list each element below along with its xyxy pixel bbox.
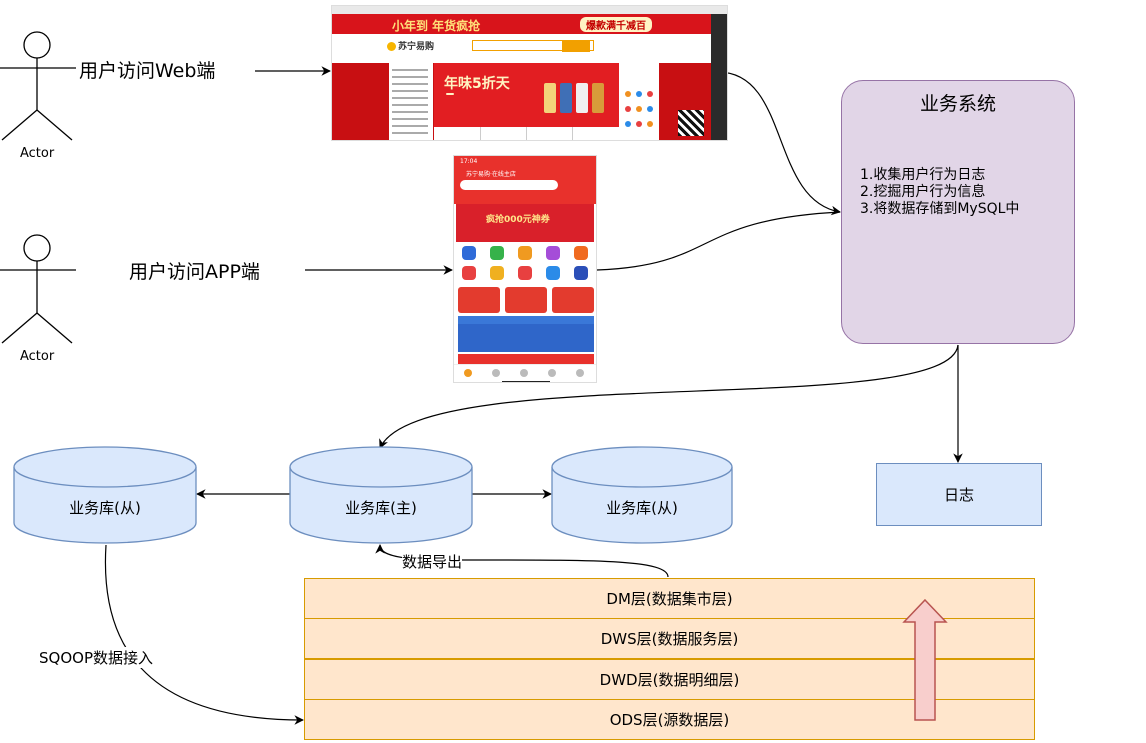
category-icon bbox=[574, 246, 588, 260]
db-master-label: 业务库(主) bbox=[345, 499, 417, 517]
app-bottom-nav bbox=[454, 364, 596, 382]
web-search-row: 苏宁易购 bbox=[332, 34, 727, 56]
layer-dws: DWS层(数据服务层) bbox=[304, 618, 1035, 659]
app-blue-banner bbox=[458, 324, 594, 352]
web-logo: 苏宁易购 bbox=[387, 39, 434, 52]
up-arrow-icon bbox=[902, 598, 948, 721]
app-status-time: 17:04 bbox=[460, 158, 478, 165]
log-box: 日志 bbox=[876, 463, 1042, 526]
category-icon bbox=[574, 266, 588, 280]
app-screenshot: 17:04 苏宁易购·在线主店 疯抢000元神券 bbox=[453, 155, 597, 383]
product-icon bbox=[592, 83, 604, 113]
logo-icon bbox=[387, 42, 396, 51]
web-hero-sub bbox=[446, 93, 454, 95]
web-search-button bbox=[562, 40, 590, 52]
db-slave-right-label: 业务库(从) bbox=[606, 499, 678, 517]
category-icon bbox=[490, 266, 504, 280]
db-slave-left-label: 业务库(从) bbox=[69, 499, 141, 517]
web-banner-text: 小年到 年货疯抢 bbox=[392, 19, 481, 33]
product-icon bbox=[544, 83, 556, 113]
business-system-title: 业务系统 bbox=[919, 93, 996, 115]
web-tiles bbox=[434, 127, 619, 140]
app-store-title: 苏宁易购·在线主店 bbox=[466, 171, 516, 178]
app-banner-text: 疯抢000元神券 bbox=[486, 215, 550, 225]
business-system-item: 1.收集用户行为日志 bbox=[860, 167, 986, 183]
arrow-business-master bbox=[379, 344, 959, 449]
edge-label-export: 数据导出 bbox=[402, 551, 463, 572]
category-icon bbox=[518, 266, 532, 280]
category-icon bbox=[490, 246, 504, 260]
web-right-panel bbox=[619, 51, 659, 140]
db-slave-left bbox=[13, 446, 197, 544]
category-icon bbox=[462, 246, 476, 260]
actor-app-label: Actor bbox=[20, 349, 55, 364]
product-icon bbox=[560, 83, 572, 113]
product-icon bbox=[576, 83, 588, 113]
web-category-list bbox=[389, 63, 433, 140]
warehouse-layers: DM层(数据集市层) DWS层(数据服务层) DWD层(数据明细层) ODS层(… bbox=[304, 578, 1035, 740]
category-icon bbox=[546, 246, 560, 260]
category-icon bbox=[546, 266, 560, 280]
web-screenshot: 小年到 年货疯抢 爆款满千减百 苏宁易购 年味5折天 bbox=[331, 5, 728, 141]
arrow-web-business bbox=[717, 71, 841, 216]
web-banner-tag: 爆款满千减百 bbox=[580, 17, 652, 32]
app-banner: 疯抢000元神券 bbox=[456, 204, 594, 242]
layer-dwd: DWD层(数据明细层) bbox=[304, 659, 1035, 700]
actor-web-action: 用户访问Web端 bbox=[79, 60, 216, 82]
business-system-item: 3.将数据存储到MySQL中 bbox=[860, 201, 1020, 217]
actor-web-figure bbox=[0, 31, 76, 141]
actor-app-action: 用户访问APP端 bbox=[129, 261, 260, 283]
web-search-input bbox=[472, 40, 594, 51]
web-top-banner: 小年到 年货疯抢 爆款满千减百 bbox=[332, 14, 727, 34]
app-red-strip bbox=[458, 354, 594, 364]
arrow-sqoop-ods bbox=[104, 544, 304, 725]
browser-bar bbox=[332, 6, 727, 14]
arrow-export-master bbox=[375, 544, 669, 578]
app-home-indicator bbox=[502, 381, 550, 382]
app-search-input bbox=[460, 180, 558, 190]
edge-label-sqoop: SQOOP数据接入 bbox=[39, 647, 153, 668]
layer-ods: ODS层(源数据层) bbox=[304, 699, 1035, 740]
category-icon bbox=[462, 266, 476, 280]
db-slave-right bbox=[551, 446, 733, 544]
actor-app-figure bbox=[0, 234, 76, 344]
category-icon bbox=[518, 246, 532, 260]
business-system-box: 业务系统 1.收集用户行为日志 2.挖掘用户行为信息 3.将数据存储到MySQL… bbox=[841, 80, 1075, 344]
web-hero-banner: 年味5折天 bbox=[434, 63, 619, 127]
actor-web-label: Actor bbox=[20, 146, 55, 161]
app-promos bbox=[458, 287, 594, 313]
arrow-app-business bbox=[596, 211, 841, 271]
db-master bbox=[289, 446, 473, 544]
app-tabs bbox=[454, 192, 596, 204]
business-system-item: 2.挖掘用户行为信息 bbox=[860, 184, 986, 200]
web-side-toolbar bbox=[711, 14, 727, 140]
qr-code-icon bbox=[678, 110, 704, 136]
app-icon-grid bbox=[454, 244, 596, 284]
web-hero-text: 年味5折天 bbox=[444, 76, 510, 92]
app-strip bbox=[458, 316, 594, 324]
